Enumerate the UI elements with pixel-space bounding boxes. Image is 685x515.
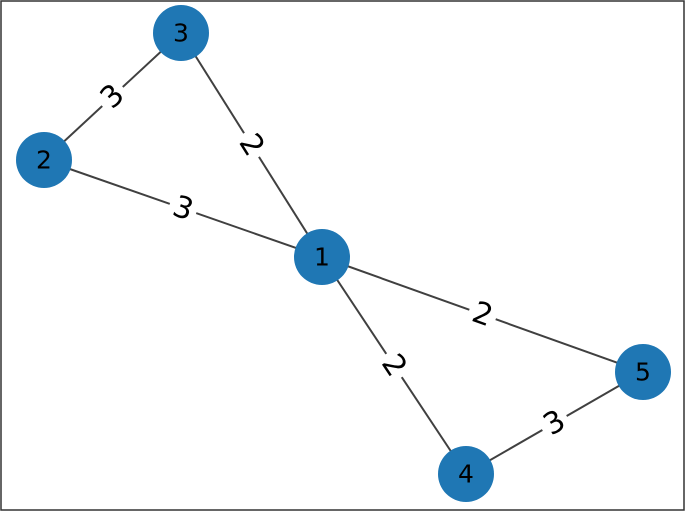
node-3	[153, 5, 209, 61]
edge-label-background	[228, 123, 275, 167]
node-4	[438, 446, 494, 502]
node-5	[615, 344, 671, 400]
nodes-layer: 1 2 3 4 5	[16, 5, 671, 502]
edge-label-background	[89, 73, 136, 120]
edge-label-background	[371, 343, 417, 388]
edge-label-group-1-5: 2	[463, 292, 502, 337]
node-label-2: 2	[36, 146, 52, 175]
node-label-1: 1	[314, 243, 330, 272]
edge-label-background	[163, 186, 203, 231]
node-label-5: 5	[635, 358, 651, 387]
node-2	[16, 132, 72, 188]
edge-label-background	[463, 292, 502, 337]
node-label-4: 4	[458, 460, 474, 489]
node-label-3: 3	[173, 19, 189, 48]
node-1	[294, 229, 350, 285]
edge-label-group-2-1: 3	[163, 186, 203, 231]
edge-label-background	[533, 400, 576, 446]
